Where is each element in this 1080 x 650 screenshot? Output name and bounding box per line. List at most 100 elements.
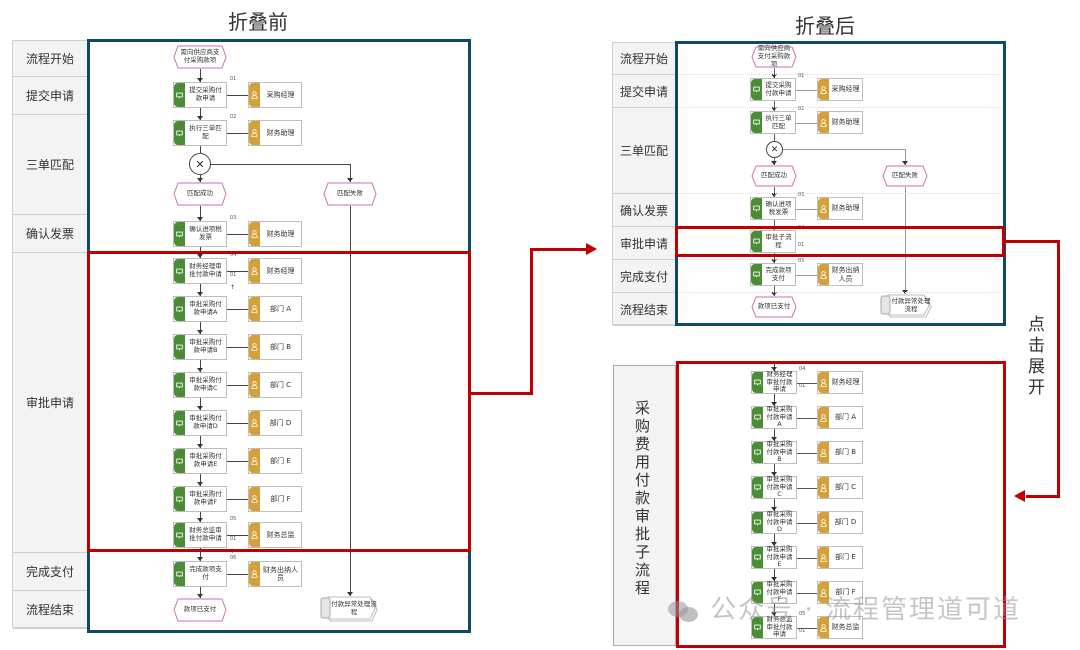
task-node[interactable]: 财务经理审批付款申请 (173, 258, 227, 284)
role-node[interactable]: 部门 E (248, 448, 302, 474)
arrow-down-icon (197, 178, 203, 182)
lane-divider (676, 259, 1004, 260)
process-interface[interactable]: 付款异常处理流程 (320, 596, 378, 622)
task-node[interactable]: 审批采购付款申请D (173, 410, 227, 436)
swimlane-label: 流程结束 (613, 293, 675, 326)
role-node[interactable]: 财务经理 (248, 258, 302, 284)
function-tab (751, 231, 762, 252)
flow-line (905, 187, 906, 294)
role-node[interactable]: 部门 C (248, 372, 302, 398)
task-node[interactable]: 完成款项支付 (750, 263, 796, 286)
flow-line (200, 206, 201, 221)
role-tab (818, 372, 829, 393)
role-node[interactable]: 财务助理 (248, 221, 302, 247)
expand-label[interactable]: 点击展开 (1024, 315, 1044, 399)
task-node[interactable]: 审批采购付款申请C (751, 475, 797, 499)
swimlane-label: 完成支付 (613, 260, 675, 293)
step-number: 02 (230, 114, 237, 120)
role-node[interactable]: 部门 D (248, 410, 302, 436)
role-node[interactable]: 采购经理 (817, 78, 863, 101)
role-node[interactable]: 部门 B (248, 334, 302, 360)
match-fail-event[interactable]: 匹配失败 (882, 165, 928, 187)
task-node[interactable]: 财务经理审批付款申请 (751, 370, 797, 394)
role-tab (818, 198, 829, 219)
role-node[interactable]: 财务总监 (248, 522, 302, 548)
task-node[interactable]: 审批采购付款申请B (173, 334, 227, 360)
role-node[interactable]: 部门 A (248, 296, 302, 322)
connector-line (227, 461, 248, 462)
task-node[interactable]: 财务总监审批付款申请 (173, 522, 227, 548)
role-node[interactable]: 财务助理 (817, 197, 863, 220)
role-label: 部门 B (834, 448, 857, 457)
function-tab (174, 259, 185, 283)
task-node[interactable]: 审批采购付款申请E (173, 448, 227, 474)
event-label: 匹配成功 (187, 189, 213, 198)
step-number: 01 (799, 628, 806, 634)
role-node[interactable]: 采购经理 (248, 82, 302, 108)
watermark-text: 公众号 · 流程管理道可道 (710, 595, 1022, 625)
xor-gateway[interactable]: ✕ (766, 141, 783, 158)
start-event[interactable]: 需向供应商支付采购款项 (173, 45, 227, 69)
wechat-icon (668, 599, 700, 623)
task-node[interactable]: 审批采购付款申请F (751, 580, 797, 604)
end-event[interactable]: 款项已支付 (751, 296, 797, 318)
flow-line (200, 398, 201, 410)
task-node[interactable]: 审批采购付款申请F (173, 486, 227, 512)
task-label: 确认进项税发票 (765, 199, 792, 216)
role-node[interactable]: 部门 F (248, 486, 302, 512)
monitor-icon (753, 86, 760, 93)
task-node[interactable]: 提交采购付款申请 (750, 78, 796, 101)
task-node[interactable]: 审批采购付款申请A (751, 405, 797, 429)
task-node[interactable]: 确认进项税发票 (173, 221, 227, 247)
role-node[interactable]: 财务助理 (248, 120, 302, 146)
role-node[interactable]: 部门 D (817, 511, 863, 534)
xor-gateway[interactable]: ✕ (189, 153, 211, 175)
match-success-event[interactable]: 匹配成功 (751, 165, 797, 187)
task-node[interactable]: 审批采购付款申请A (173, 296, 227, 322)
role-node[interactable]: 部门 F (817, 581, 863, 604)
flow-line (200, 69, 201, 82)
role-node[interactable]: 财务经理 (817, 371, 863, 394)
arrow-down-icon (197, 406, 203, 410)
subprocess-node[interactable]: 审批子流程 (750, 230, 796, 253)
role-node[interactable]: 财务出纳人员 (248, 561, 302, 587)
task-label: 审批采购付款申请D (189, 414, 222, 430)
task-node[interactable]: 审批采购付款申请E (751, 545, 797, 569)
task-node[interactable]: 审批采购付款申请B (751, 440, 797, 464)
task-label: 财务总监审批付款申请 (766, 614, 793, 639)
role-node[interactable]: 部门 E (817, 546, 863, 569)
subprocess-frame[interactable] (676, 361, 1006, 648)
role-node[interactable]: 部门 B (817, 441, 863, 464)
monitor-icon (753, 119, 760, 126)
role-node[interactable]: 财务出纳人员 (817, 263, 863, 286)
task-node[interactable]: 财务总监审批付款申请 (751, 614, 797, 639)
role-label: 部门 F (270, 494, 291, 503)
role-node[interactable]: 财务助理 (817, 111, 863, 134)
approval-highlight-frame[interactable] (87, 251, 471, 552)
task-node[interactable]: 执行三单匹配 (750, 111, 796, 134)
role-tab (249, 487, 260, 511)
task-node[interactable]: 审批采购付款申请C (173, 372, 227, 398)
role-node[interactable]: 财务总监 (817, 616, 863, 639)
connector-line (211, 164, 350, 165)
function-tab (751, 112, 762, 133)
flow-line (774, 604, 775, 616)
end-event[interactable]: 款项已支付 (173, 598, 227, 622)
title-after: 折叠后 (795, 14, 855, 38)
role-label: 财务总监 (266, 530, 295, 539)
role-node[interactable]: 部门 A (817, 406, 863, 429)
match-success-event[interactable]: 匹配成功 (173, 182, 227, 206)
role-node[interactable]: 部门 C (817, 476, 863, 499)
subprocess-highlight-frame[interactable] (675, 226, 1005, 257)
task-node[interactable]: 确认进项税发票 (750, 197, 796, 220)
match-fail-event[interactable]: 匹配失败 (323, 182, 377, 206)
task-label: 财务经理审批付款申请 (189, 262, 222, 278)
task-node[interactable]: 审批采购付款申请D (751, 510, 797, 534)
process-interface[interactable]: 付款异常处理流程 (880, 294, 932, 318)
connector-line (797, 487, 817, 489)
monitor-icon (176, 92, 183, 98)
start-event[interactable]: 需向供应商支付采购款项 (751, 44, 797, 68)
task-node[interactable]: 提交采购付款申请 (173, 82, 227, 108)
task-node[interactable]: 执行三单匹配 (173, 120, 227, 146)
task-node[interactable]: 完成款项支付 (173, 561, 227, 587)
